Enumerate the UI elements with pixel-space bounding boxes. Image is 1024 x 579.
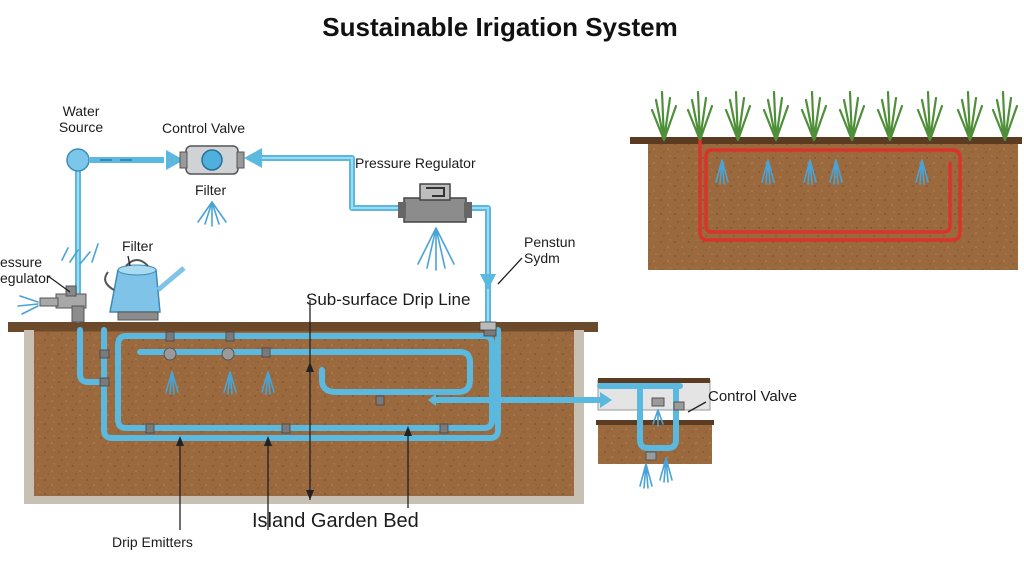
- arrowheads: [176, 362, 412, 500]
- source-to-valve-arrow: [90, 150, 184, 170]
- water-source-label-line1: Water: [62, 103, 100, 119]
- small-bed-arrows: [428, 392, 612, 408]
- control-valve-icon: [179, 145, 245, 175]
- pressure-regulator-left-label: essure egulator: [0, 254, 51, 286]
- penstun-label-line2: Sydm: [524, 250, 560, 267]
- faucet-icon: [39, 285, 87, 323]
- main-soil-bed: [8, 322, 598, 504]
- red-drip-sprays: [715, 159, 929, 185]
- small-bed-emitters: [645, 397, 685, 461]
- grass-row: [650, 90, 1019, 142]
- filter-top-sprays: [197, 201, 227, 227]
- pressure-regulator-left-line1: essure: [0, 254, 43, 270]
- red-drip-line: [698, 140, 962, 242]
- control-valve-right-label: Control Valve: [708, 388, 797, 405]
- diagram-title: Sustainable Irigation System: [322, 12, 678, 42]
- main-bed-sprays: [165, 371, 275, 395]
- water-source-icon: [66, 148, 90, 172]
- drip-emitter-icon: [163, 347, 235, 361]
- pressure-regulator-left-line2: egulator: [0, 270, 51, 287]
- island-garden-bed-label: Island Garden Bed: [252, 510, 419, 532]
- water-source-label: Water Source: [54, 103, 108, 135]
- watering-can-icon: [104, 259, 186, 321]
- faucet-sprays: [17, 243, 99, 315]
- penstun-label-line1: Penstun: [524, 234, 576, 250]
- regulator-to-valve-arrow: [244, 148, 262, 168]
- pressure-regulator-top-label: Pressure Regulator: [355, 155, 476, 171]
- field-soil-section: [630, 137, 1022, 270]
- small-soil-bed: [596, 378, 714, 464]
- filter-left-label: Filter: [122, 238, 154, 254]
- subsurface-drip-line-label: Sub-surface Drip Line: [306, 290, 471, 309]
- pressure-regulator-icon: [398, 183, 472, 223]
- pipe-fittings: [99, 321, 497, 434]
- penstun-label: Penstun Sydm: [524, 234, 575, 266]
- leader-lines: [47, 255, 707, 530]
- drip-emitters-label: Drip Emitters: [112, 534, 193, 550]
- penstock-arrow: [480, 274, 496, 290]
- control-valve-top-label: Control Valve: [162, 120, 246, 136]
- regulator-sprays: [417, 227, 455, 271]
- water-source-label-line2: Source: [58, 119, 104, 136]
- filter-top-label: Filter: [195, 182, 227, 198]
- small-bed-sprays: [639, 409, 673, 489]
